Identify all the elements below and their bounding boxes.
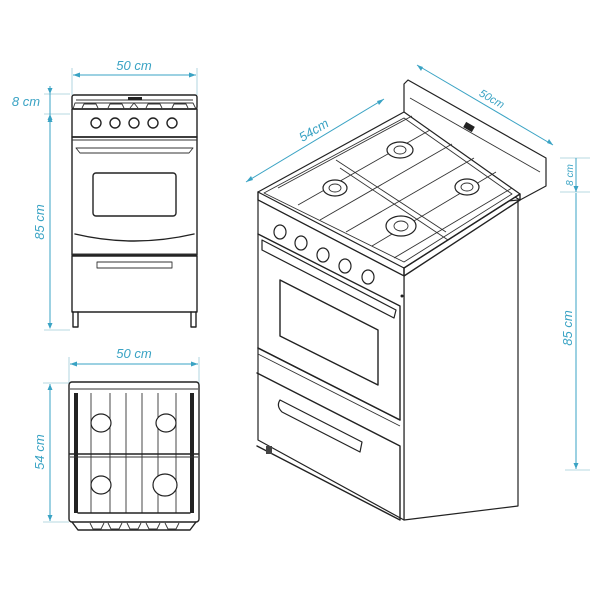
front-stove-drawing <box>71 94 198 328</box>
front-height-dimension: 85 cm <box>32 116 70 331</box>
front-backguard-dimension: 8 cm <box>12 86 70 122</box>
top-depth-dimension: 54 cm <box>32 382 69 523</box>
front-width-label: 50 cm <box>116 58 152 73</box>
top-burners <box>90 413 178 497</box>
iso-burners <box>322 141 480 237</box>
front-knobs <box>90 117 178 129</box>
isometric-view: 54cm 50cm 8 cm 85 cm <box>245 64 590 521</box>
top-stove-drawing <box>68 381 200 531</box>
front-height-label: 85 cm <box>32 204 47 240</box>
front-view: 50 cm 8 cm 85 cm <box>12 58 198 331</box>
iso-depth-label: 54cm <box>296 115 331 144</box>
iso-backguard-dimension: 8 cm <box>560 157 590 193</box>
top-width-label: 50 cm <box>116 346 152 361</box>
iso-height-label: 85 cm <box>560 310 575 346</box>
top-view: 50 cm 54 cm <box>32 346 200 531</box>
front-backguard-label: 8 cm <box>12 94 40 109</box>
front-width-dimension: 50 cm <box>71 58 198 95</box>
iso-backguard-label: 8 cm <box>565 164 576 186</box>
iso-width-label: 50cm <box>477 87 506 111</box>
iso-knobs <box>273 224 375 285</box>
iso-height-dimension: 85 cm <box>560 193 590 471</box>
top-depth-label: 54 cm <box>32 434 47 470</box>
top-width-dimension: 50 cm <box>68 346 200 383</box>
iso-stove-drawing <box>256 79 547 521</box>
